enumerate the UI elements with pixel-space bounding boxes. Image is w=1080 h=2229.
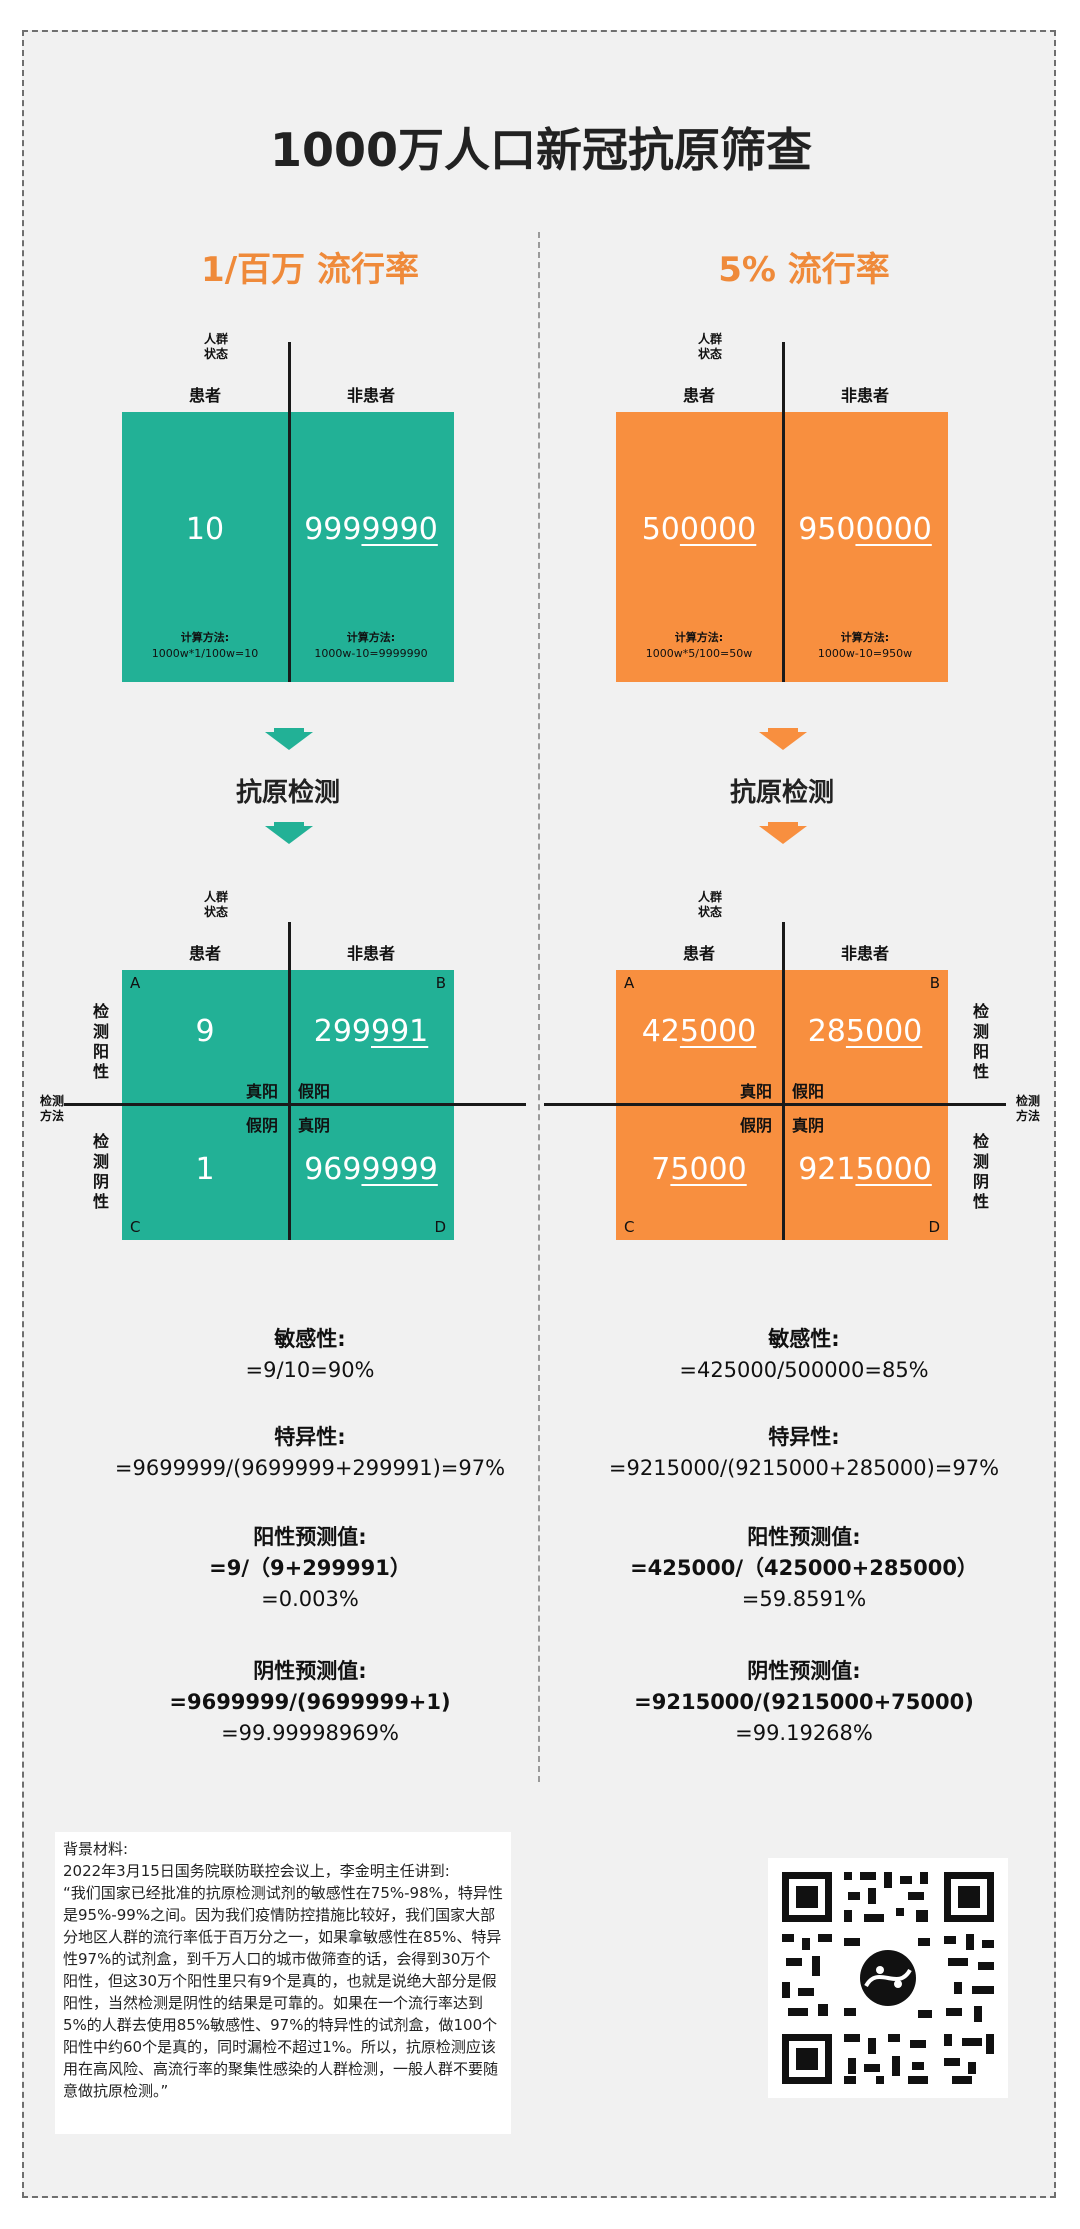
right-heading: 5% 流行率	[718, 250, 890, 290]
left-population-box: 10 9999990 计算方法:1000w*1/100w=10 计算方法:100…	[122, 342, 454, 682]
right-test-positive-label: 检 测 阳 性	[972, 1002, 989, 1081]
left-bottom-vertical-axis	[288, 922, 291, 1240]
background-title: 背景材料:	[63, 1840, 129, 1858]
left-top-patient-count: 10	[185, 512, 225, 547]
qr-code-graphic	[768, 1858, 1008, 2098]
right-cell-a-value: 425000	[641, 1014, 757, 1049]
right-top-col-nonpatient: 非患者	[840, 386, 889, 405]
left-top-axis-group: 人群 状态	[203, 332, 228, 361]
left-top-calc-patient: 计算方法:1000w*1/100w=10	[151, 631, 259, 660]
left-heading: 1/百万 流行率	[201, 250, 419, 290]
left-top-calc-nonpatient: 计算方法:1000w-10=9999990	[314, 631, 428, 660]
left-top-nonpatient-count: 9999990	[304, 512, 438, 547]
right-result-box: A B C D 425000 285000 75000 9215000 真阳 假…	[544, 922, 1006, 1240]
right-top-nonpatient-count: 9500000	[798, 512, 932, 547]
cell-d-letter: D	[928, 1218, 940, 1236]
right-top-calc-nonpatient: 计算方法:1000w-10=950w	[817, 631, 913, 660]
right-ppv: 阳性预测值:=425000/（425000+285000）=59.8591%	[630, 1525, 978, 1611]
right-bottom-col-patient: 患者	[682, 944, 715, 963]
cell-c-letter: C	[624, 1218, 635, 1236]
left-test-label: 抗原检测	[235, 778, 340, 808]
arrow-down-icon	[759, 732, 807, 750]
qr-code-icon	[768, 1858, 1008, 2098]
left-test-method-label: 检测 方法	[39, 1094, 64, 1123]
left-false-negative-tag: 假阴	[246, 1116, 279, 1135]
right-test-method-label: 检测 方法	[1015, 1094, 1040, 1123]
left-cell-a-value: 9	[195, 1014, 215, 1049]
cell-c-letter: C	[130, 1218, 141, 1236]
arrow-down-icon	[759, 826, 807, 844]
right-cell-d-value: 9215000	[798, 1152, 932, 1187]
right-top-axis-group: 人群 状态	[697, 332, 722, 361]
cell-b-letter: B	[929, 974, 940, 992]
left-bottom-axis-group: 人群 状态	[203, 890, 228, 919]
left-true-positive-tag: 真阳	[246, 1082, 279, 1101]
left-true-negative-tag: 真阴	[298, 1116, 331, 1135]
right-false-negative-tag: 假阴	[740, 1116, 773, 1135]
left-cell-c-value: 1	[195, 1152, 215, 1187]
left-npv: 阴性预测值:=9699999/(9699999+1)=99.99998969%	[169, 1659, 451, 1745]
right-test-label: 抗原检测	[729, 778, 834, 808]
left-result-box: A B C D 9 299991 1 9699999 真阳 假阳 假阴 真阴	[64, 922, 526, 1240]
cell-d-letter: D	[434, 1218, 446, 1236]
right-cell-b-value: 285000	[807, 1014, 923, 1049]
left-test-positive-label: 检 测 阳 性	[92, 1002, 109, 1081]
left-top-vertical-axis	[288, 342, 291, 682]
left-test-negative-label: 检 测 阴 性	[92, 1132, 109, 1211]
left-sensitivity: 敏感性:=9/10=90%	[245, 1327, 375, 1382]
background-material: 背景材料: 2022年3月15日国务院联防联控会议上，李金明主任讲到: “我们国…	[55, 1832, 511, 2134]
left-bottom-col-nonpatient: 非患者	[346, 944, 395, 963]
right-bottom-col-nonpatient: 非患者	[840, 944, 889, 963]
right-specificity: 特异性:=9215000/(9215000+285000)=97%	[608, 1425, 1000, 1480]
page-title: 1000万人口新冠抗原筛查	[269, 123, 813, 177]
right-top-vertical-axis	[782, 342, 785, 682]
left-cell-b-value: 299991	[313, 1014, 429, 1049]
right-bottom-axis-group: 人群 状态	[697, 890, 722, 919]
cell-a-letter: A	[624, 974, 635, 992]
right-true-negative-tag: 真阴	[792, 1116, 825, 1135]
cell-b-letter: B	[435, 974, 446, 992]
arrow-down-icon	[265, 732, 313, 750]
right-top-patient-count: 500000	[641, 512, 757, 547]
right-cell-c-value: 75000	[651, 1152, 747, 1187]
left-false-positive-tag: 假阳	[298, 1082, 331, 1101]
cell-a-letter: A	[130, 974, 141, 992]
right-false-positive-tag: 假阳	[792, 1082, 825, 1101]
right-top-calc-patient: 计算方法:1000w*5/100=50w	[645, 631, 753, 660]
left-top-col-nonpatient: 非患者	[346, 386, 395, 405]
right-test-negative-label: 检 测 阴 性	[972, 1132, 989, 1211]
right-bottom-vertical-axis	[782, 922, 785, 1240]
arrow-down-icon	[265, 826, 313, 844]
left-bottom-col-patient: 患者	[188, 944, 221, 963]
right-true-positive-tag: 真阳	[740, 1082, 773, 1101]
left-specificity: 特异性:=9699999/(9699999+299991)=97%	[114, 1425, 506, 1480]
left-ppv: 阳性预测值:=9/（9+299991）=0.003%	[209, 1525, 411, 1611]
left-bottom-horizontal-axis	[64, 1103, 526, 1106]
left-cell-d-value: 9699999	[304, 1152, 438, 1187]
right-npv: 阴性预测值:=9215000/(9215000+75000)=99.19268%	[634, 1659, 974, 1745]
background-line1: 2022年3月15日国务院联防联控会议上，李金明主任讲到:	[63, 1862, 450, 1880]
background-body: “我们国家已经批准的抗原检测试剂的敏感性在75%-98%，特异性是95%-99%…	[63, 1884, 503, 2100]
left-top-col-patient: 患者	[188, 386, 221, 405]
right-sensitivity: 敏感性:=425000/500000=85%	[679, 1327, 929, 1382]
right-population-box: 500000 9500000 计算方法:1000w*5/100=50w 计算方法…	[616, 342, 948, 682]
right-top-col-patient: 患者	[682, 386, 715, 405]
column-divider	[538, 232, 540, 1782]
right-bottom-horizontal-axis	[544, 1103, 1006, 1106]
